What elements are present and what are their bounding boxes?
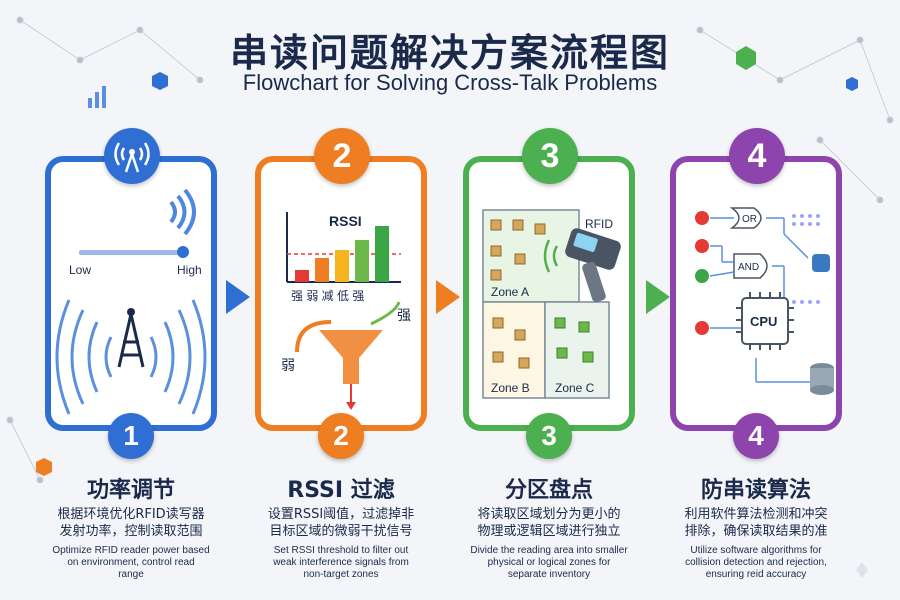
weak-label: 弱 <box>281 357 295 373</box>
signal-bars-icon <box>88 98 92 108</box>
zone-b-label: Zone B <box>491 381 530 395</box>
signal-strength-icon <box>169 188 196 236</box>
cpu-label: CPU <box>750 314 777 329</box>
rssi-bar <box>315 258 329 282</box>
step-2-top-badge: 2 <box>314 128 370 184</box>
step-1-card: Low High <box>45 156 217 431</box>
accept-icon <box>695 269 709 283</box>
radio-wave-icon <box>55 299 207 415</box>
and-gate-icon <box>733 253 768 279</box>
step-2-desc-zh: 设置RSSI阈值，过滤掉非 目标区域的微弱干扰信号 <box>267 507 415 539</box>
database-icon <box>810 363 834 395</box>
zone-c-label: Zone C <box>555 381 595 395</box>
rssi-bar-labels: 强 弱 减 低 强 <box>291 289 364 303</box>
flow-arrow-1 <box>226 280 250 314</box>
funnel-icon <box>319 330 383 384</box>
step-3-bottom-badge: 3 <box>526 413 572 459</box>
reject-icon <box>695 239 709 253</box>
or-gate-icon <box>729 207 762 229</box>
anti-collision-illustration: OR AND CPU <box>695 207 834 395</box>
flow-arrow-3 <box>646 280 670 314</box>
step-1-desc-zh: 根据环境优化RFID读写器 发射功率，控制读取范围 <box>57 507 205 539</box>
and-gate-label: AND <box>738 262 759 273</box>
step-3-top-badge: 3 <box>522 128 578 184</box>
step-4-bottom-badge: 4 <box>733 413 779 459</box>
rfid-scanner-icon <box>565 228 621 303</box>
page-title: 串读问题解决方案流程图 <box>229 31 670 75</box>
step-1-desc-en: Optimize RFID reader power based on envi… <box>52 545 210 580</box>
dot-matrix-icon <box>792 214 820 304</box>
rfid-label: RFID <box>585 217 613 231</box>
step-2-desc-en: Set RSSI threshold to filter out weak in… <box>273 545 409 580</box>
slider-high-label: High <box>177 263 202 277</box>
antenna-icon <box>114 142 150 173</box>
strong-label: 强 <box>397 307 411 323</box>
step-4-desc-zh: 利用软件算法检测和冲突 排除，确保读取结果的准 <box>684 507 828 539</box>
rssi-chart-title: RSSI <box>329 213 362 229</box>
zone-a-label: Zone A <box>491 285 529 299</box>
rssi-bar <box>335 250 349 282</box>
step-3-card: Zone A Zone B Zone C RFID <box>463 156 635 431</box>
power-adjust-illustration: Low High <box>55 188 207 415</box>
step-4-desc-en: Utilize software algorithms for collisio… <box>685 545 827 580</box>
power-slider-handle <box>177 246 189 258</box>
step-4-card: OR AND CPU <box>670 156 842 431</box>
or-gate-label: OR <box>742 214 757 225</box>
step-3-title: 分区盘点 <box>504 478 593 503</box>
flow-arrow-2 <box>436 280 460 314</box>
step-2-card: RSSI 强 弱 减 低 强 强 弱 <box>255 156 427 431</box>
reject-icon <box>695 211 709 225</box>
tower-icon <box>117 313 145 368</box>
hexagon-icon <box>152 72 168 90</box>
step-4-top-badge: 4 <box>729 128 785 184</box>
step-3-desc-zh: 将读取区域划分为更小的 物理或逻辑区域进行独立 <box>477 507 621 539</box>
step-1-bottom-badge: 1 <box>108 413 154 459</box>
power-slider-track <box>79 250 183 255</box>
rssi-bar <box>355 240 369 282</box>
page-subtitle: Flowchart for Solving Cross-Talk Problem… <box>242 70 658 95</box>
step-2-bottom-badge: 2 <box>318 413 364 459</box>
step-3-desc-en: Divide the reading area into smaller phy… <box>470 545 628 580</box>
slider-low-label: Low <box>69 263 91 277</box>
rssi-bar <box>295 270 309 282</box>
step-1-top-badge <box>104 128 160 184</box>
rssi-bar <box>375 226 389 282</box>
step-4-title: 防串读算法 <box>700 478 811 503</box>
python-icon <box>812 254 830 272</box>
zone-inventory-illustration: Zone A Zone B Zone C RFID <box>482 209 621 399</box>
reject-icon <box>695 321 709 335</box>
rfid-wave-icon <box>543 239 559 273</box>
step-2-title: RSSI 过滤 <box>287 478 395 503</box>
rssi-filter-illustration: RSSI 强 弱 减 低 强 强 弱 <box>281 212 411 410</box>
step-1-title: 功率调节 <box>86 478 175 503</box>
